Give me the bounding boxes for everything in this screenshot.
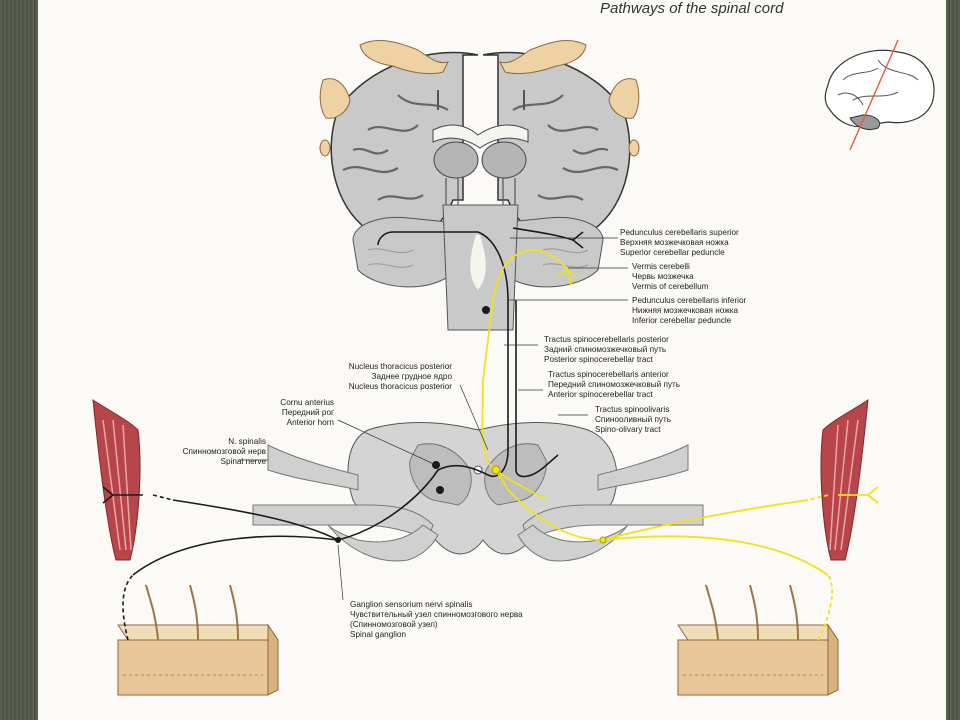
label-inferior-cerebellar-peduncle: Pedunculus cerebellaris inferior Нижняя … <box>632 296 747 325</box>
skin-block-left <box>117 584 279 696</box>
page-title: Pathways of the spinal cord <box>600 0 784 17</box>
muscle-left <box>92 398 141 561</box>
leader-lines <box>238 237 628 601</box>
label-spino-olivary-tract: Tractus spinoolivaris Спиноoливный путь … <box>595 405 672 434</box>
homunculus-figures <box>319 40 640 157</box>
yellow-pathway <box>481 248 879 641</box>
dorsal-horn-yellow-cell <box>491 465 501 475</box>
label-posterior-spinocerebellar-tract: Tractus spinocerebellaris posterior Задн… <box>544 335 669 364</box>
spinal-cord-section <box>252 422 704 562</box>
label-superior-cerebellar-peduncle: Pedunculus cerebellaris superior Верхняя… <box>620 228 739 257</box>
brain-orientation-icon <box>824 39 935 151</box>
label-anterior-spinocerebellar-tract: Tractus spinocerebellaris anterior Перед… <box>548 370 680 399</box>
spinal-ganglion-yellow-cell <box>599 536 607 544</box>
nucleus-thoracicus-cell-2 <box>436 486 444 494</box>
label-cornu-anterius: Cornu anterius Передний рог Anterior hor… <box>280 398 334 427</box>
skin-block-right <box>677 584 839 696</box>
label-spinal-ganglion: Ganglion sensorium nervi spinalis Чувств… <box>350 600 523 639</box>
black-pathway <box>102 227 584 641</box>
left-frame-border <box>0 0 38 720</box>
spinal-ganglion-black-cell <box>335 537 341 543</box>
muscle-right <box>820 398 869 561</box>
label-spinal-nerve: N. spinalis Спинномозговой нерв Spinal n… <box>182 437 266 466</box>
brain-coronal-section <box>330 51 631 233</box>
medulla-black-cell <box>482 306 490 314</box>
spinal-pathways-diagram <box>92 39 935 696</box>
label-nucleus-thoracicus-posterior: Nucleus thoracicus posterior Заднее груд… <box>348 362 452 391</box>
textbook-page: Pathways of the spinal cord <box>38 0 946 720</box>
cerebellum-brainstem <box>352 204 604 331</box>
label-vermis-cerebelli: Vermis cerebelli Червь мозжечка Vermis o… <box>632 262 709 291</box>
right-frame-border <box>946 0 960 720</box>
